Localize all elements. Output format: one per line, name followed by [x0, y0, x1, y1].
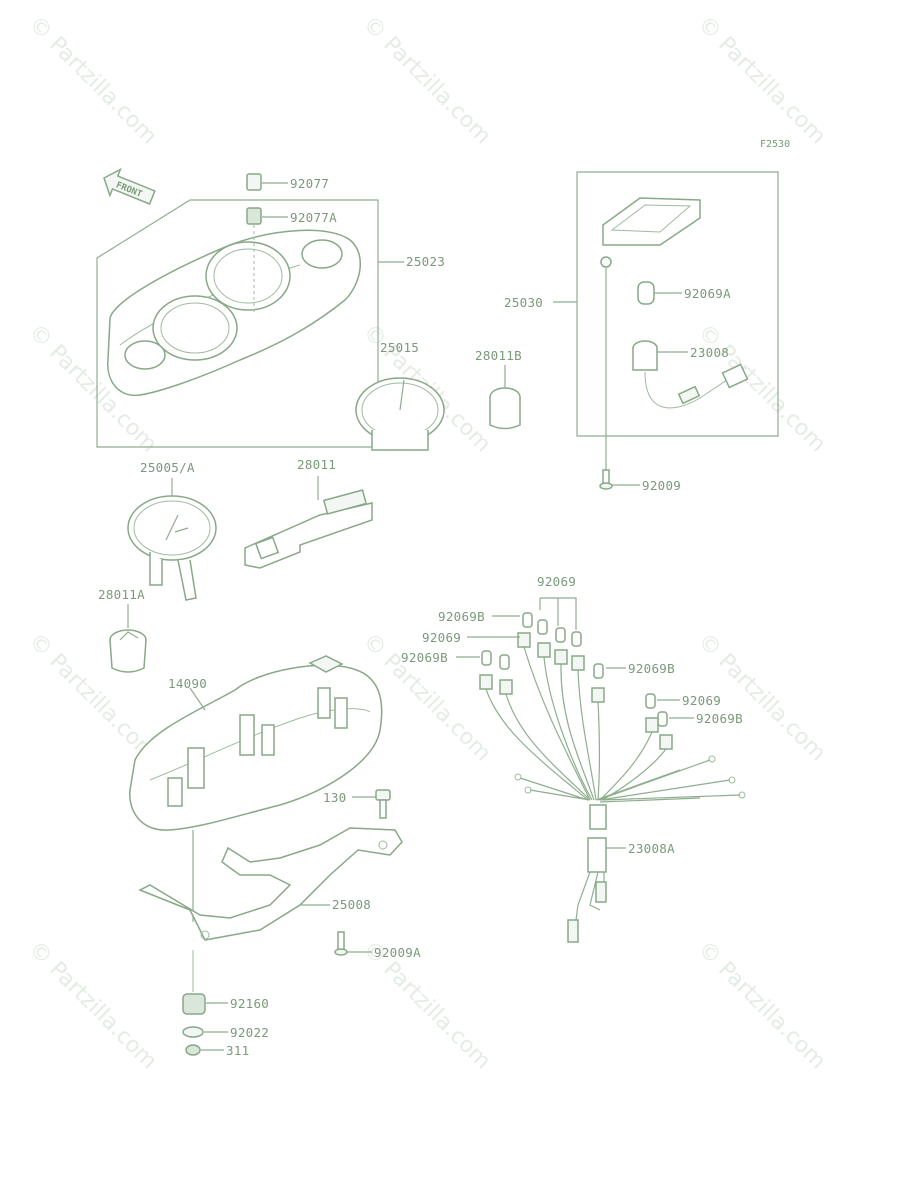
bracket-25008 [138, 827, 403, 941]
wire-harness-23008A [479, 597, 746, 943]
label-14090: 14090 [168, 676, 207, 691]
label-311: 311 [226, 1043, 249, 1058]
indicator-assembly-25030 [553, 171, 779, 478]
knob-92077 [246, 173, 288, 191]
label-92022: 92022 [230, 1025, 269, 1040]
label-25023: 25023 [406, 254, 445, 269]
label-92069-top: 92069 [537, 574, 576, 589]
label-25008: 25008 [332, 897, 371, 912]
socket-28011A [109, 604, 147, 673]
label-25015: 25015 [380, 340, 419, 355]
leader-lines [456, 615, 694, 719]
label-25030: 25030 [504, 295, 543, 310]
watermark: © Partzilla.com [693, 320, 831, 458]
label-92069B-4: 92069B [696, 711, 743, 726]
label-28011: 28011 [297, 457, 336, 472]
tachometer-25015 [355, 377, 445, 451]
washer-92022 [182, 1026, 228, 1038]
label-92009A: 92009A [374, 945, 421, 960]
watermark: © Partzilla.com [358, 12, 496, 150]
speedometer-25005A [127, 478, 217, 601]
label-23008: 23008 [690, 345, 729, 360]
label-92069-2: 92069 [422, 630, 461, 645]
label-92077A: 92077A [290, 210, 337, 225]
socket-28011B [489, 365, 521, 430]
label-92069B-3: 92069B [628, 661, 675, 676]
label-92077: 92077 [290, 176, 329, 191]
grommet-92160 [182, 950, 228, 1015]
label-28011B: 28011B [475, 348, 522, 363]
label-92069A: 92069A [684, 286, 731, 301]
knob-92077A [246, 207, 288, 312]
label-92069B-1: 92069B [438, 609, 485, 624]
nut-311 [185, 1044, 224, 1056]
label-92069B-2: 92069B [401, 650, 448, 665]
screw-92009A [334, 931, 372, 956]
label-92160: 92160 [230, 996, 269, 1011]
label-25005A: 25005/A [140, 460, 195, 475]
part-labels: 92077 92077A 25023 25015 28011B 25030 92… [98, 176, 743, 1058]
circuit-block-28011 [244, 476, 373, 569]
label-28011A: 28011A [98, 587, 145, 602]
watermark: © Partzilla.com [693, 937, 831, 1075]
diagram-code: F2530 [760, 139, 790, 150]
watermark: © Partzilla.com [24, 937, 162, 1075]
label-92009: 92009 [642, 478, 681, 493]
watermark: © Partzilla.com [24, 12, 162, 150]
bolt-130 [352, 789, 391, 819]
front-arrow-icon: FRONT [103, 167, 156, 205]
label-130: 130 [323, 790, 346, 805]
meter-case-14090 [129, 655, 383, 922]
watermark: © Partzilla.com [693, 12, 831, 150]
label-23008A: 23008A [628, 841, 675, 856]
screw-92009 [599, 469, 640, 490]
label-92069-3: 92069 [682, 693, 721, 708]
